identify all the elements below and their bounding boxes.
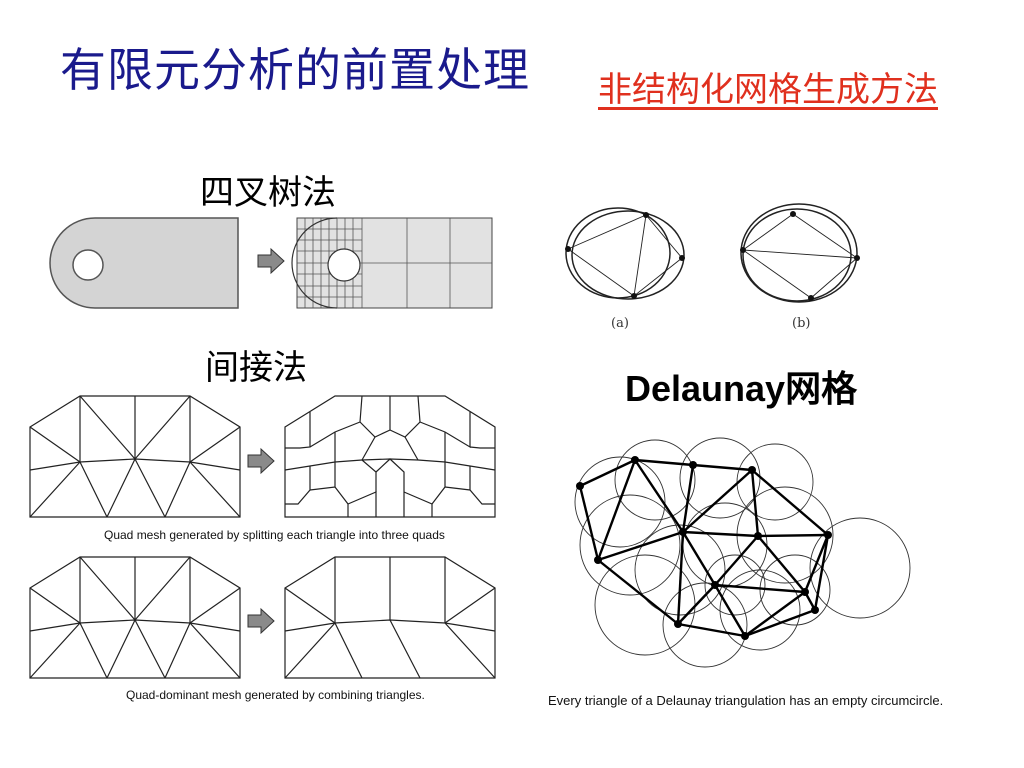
circle-label-a: (a) [611, 316, 629, 331]
quadtree-heading: 四叉树法 [200, 173, 336, 213]
circle-label-b: (b) [792, 316, 811, 331]
quadtree-mesh-figure [291, 217, 493, 309]
right-block-arrow-icon [247, 607, 275, 635]
delaunay-triangulation-figure [574, 437, 911, 668]
split-quads-caption: Quad mesh generated by splitting each tr… [104, 528, 445, 542]
combine-triangles-caption: Quad-dominant mesh generated by combinin… [126, 688, 425, 702]
subtitle-link[interactable]: 非结构化网格生成方法 [598, 70, 938, 110]
triangle-mesh-figure-2 [29, 556, 241, 679]
right-block-arrow-icon [257, 247, 285, 275]
triangle-mesh-figure-1 [29, 395, 241, 518]
quadtree-part-figure [49, 217, 239, 309]
delaunay-caption: Every triangle of a Delaunay triangulati… [548, 693, 944, 708]
indirect-method-heading: 间接法 [205, 348, 307, 388]
circumcircle-figure-a [565, 207, 685, 300]
circumcircle-figure-b [740, 203, 860, 303]
quad-dominant-mesh-figure [284, 556, 496, 679]
delaunay-heading: Delaunay网格 [625, 368, 858, 409]
split-quad-mesh-figure [284, 395, 496, 518]
right-block-arrow-icon [247, 447, 275, 475]
page-title: 有限元分析的前置处理 [60, 43, 530, 97]
